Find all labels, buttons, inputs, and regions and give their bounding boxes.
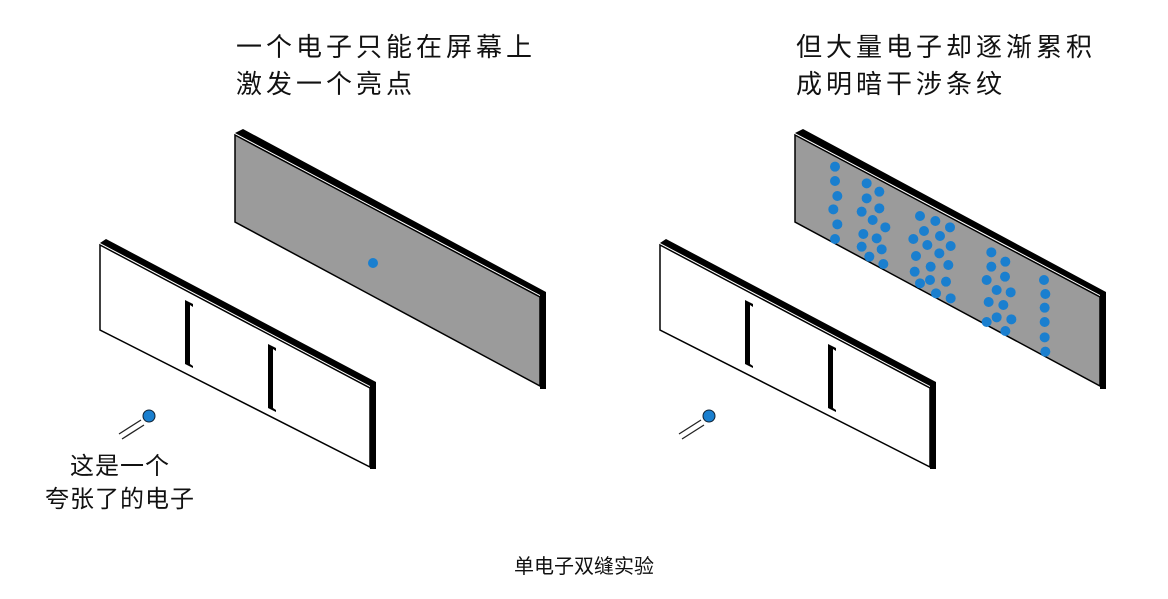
interference-dot	[832, 191, 843, 201]
interference-dot	[909, 266, 920, 277]
interference-dot	[1000, 271, 1010, 282]
screen-edge	[795, 129, 1106, 389]
interference-dot	[915, 278, 925, 289]
interference-dot	[830, 161, 840, 172]
interference-dot	[908, 234, 919, 244]
slit-2-inner	[833, 349, 836, 410]
interference-dot	[945, 241, 956, 251]
slit-barrier	[659, 243, 931, 469]
interference-dot	[878, 259, 889, 269]
interference-dot	[911, 251, 921, 261]
interference-dot	[880, 222, 891, 233]
interference-dot	[861, 193, 872, 204]
interference-dot	[981, 317, 992, 327]
barrier-edge	[100, 239, 376, 469]
left-title: 一个电子只能在屏幕上 激发一个亮点	[236, 30, 536, 104]
interference-dot	[856, 206, 867, 217]
interference-dot	[874, 186, 885, 197]
interference-dot	[1000, 326, 1011, 336]
interference-dot	[945, 222, 955, 233]
detection-screen	[234, 133, 541, 388]
interference-dot	[867, 215, 878, 225]
slit-1-inner	[750, 305, 753, 366]
interference-dot	[871, 233, 882, 244]
motion-line-icon	[121, 424, 145, 440]
interference-dot	[874, 203, 885, 214]
slit-barrier	[99, 243, 371, 469]
interference-dot	[935, 231, 945, 241]
electron-dot	[702, 409, 716, 423]
interference-dot	[986, 247, 997, 258]
interference-dot	[1039, 332, 1050, 343]
interference-dot	[828, 204, 839, 215]
motion-line-icon	[681, 424, 705, 440]
interference-dot	[981, 275, 992, 285]
interference-dot	[991, 285, 1002, 295]
interference-dot	[1039, 317, 1050, 327]
barrier-edge	[660, 239, 936, 469]
interference-dot	[1006, 314, 1017, 325]
interference-dot	[943, 260, 954, 270]
interference-dot	[876, 244, 887, 255]
right-setup	[659, 129, 1106, 469]
interference-dot	[1039, 302, 1050, 313]
figure-caption: 单电子双缝实验	[514, 554, 654, 578]
electron-label-line-1: 这是一个	[70, 452, 170, 480]
interference-dot	[830, 234, 840, 244]
electron-label-line-2: 夸张了的电子	[45, 485, 195, 513]
left-setup	[99, 129, 546, 469]
slit-2-inner	[273, 349, 276, 410]
interference-dot	[832, 219, 843, 230]
interference-dot	[915, 211, 925, 221]
interference-dot	[941, 276, 951, 287]
interference-dot	[919, 226, 929, 236]
left-title-line-2: 激发一个亮点	[236, 70, 417, 100]
interference-dot	[1005, 287, 1016, 298]
interference-dot	[925, 261, 936, 272]
interference-dot	[1040, 289, 1051, 299]
screen-hit-dot	[368, 258, 378, 268]
interference-dot	[991, 312, 1002, 323]
left-title-line-1: 一个电子只能在屏幕上	[236, 33, 537, 63]
interference-dot	[925, 275, 935, 285]
interference-dot	[983, 297, 994, 307]
interference-dot	[931, 288, 941, 299]
interference-dot	[858, 229, 869, 239]
electron-dot	[142, 409, 156, 423]
screen-edge	[235, 129, 546, 389]
interference-dot	[1039, 275, 1049, 285]
right-title-line-1: 但大量电子却逐渐累积	[796, 33, 1097, 63]
right-title: 但大量电子却逐渐累积 成明暗干涉条纹	[796, 30, 1096, 104]
motion-line-icon	[678, 419, 702, 435]
interference-dot	[930, 216, 941, 226]
interference-dot	[830, 176, 840, 186]
interference-dot	[1000, 256, 1011, 267]
interference-dot	[856, 241, 867, 252]
right-title-line-2: 成明暗干涉条纹	[796, 70, 1007, 100]
interference-dot	[922, 240, 933, 250]
electron-label: 这是一个 夸张了的电子	[40, 450, 200, 516]
interference-dot	[998, 300, 1009, 310]
interference-dot	[934, 248, 945, 259]
interference-dot	[986, 261, 997, 272]
interference-dot	[945, 293, 956, 304]
slit-1-inner	[190, 305, 193, 366]
interference-dot	[864, 251, 875, 262]
interference-dot	[861, 178, 872, 189]
motion-line-icon	[118, 419, 142, 435]
interference-dot	[1040, 346, 1051, 357]
